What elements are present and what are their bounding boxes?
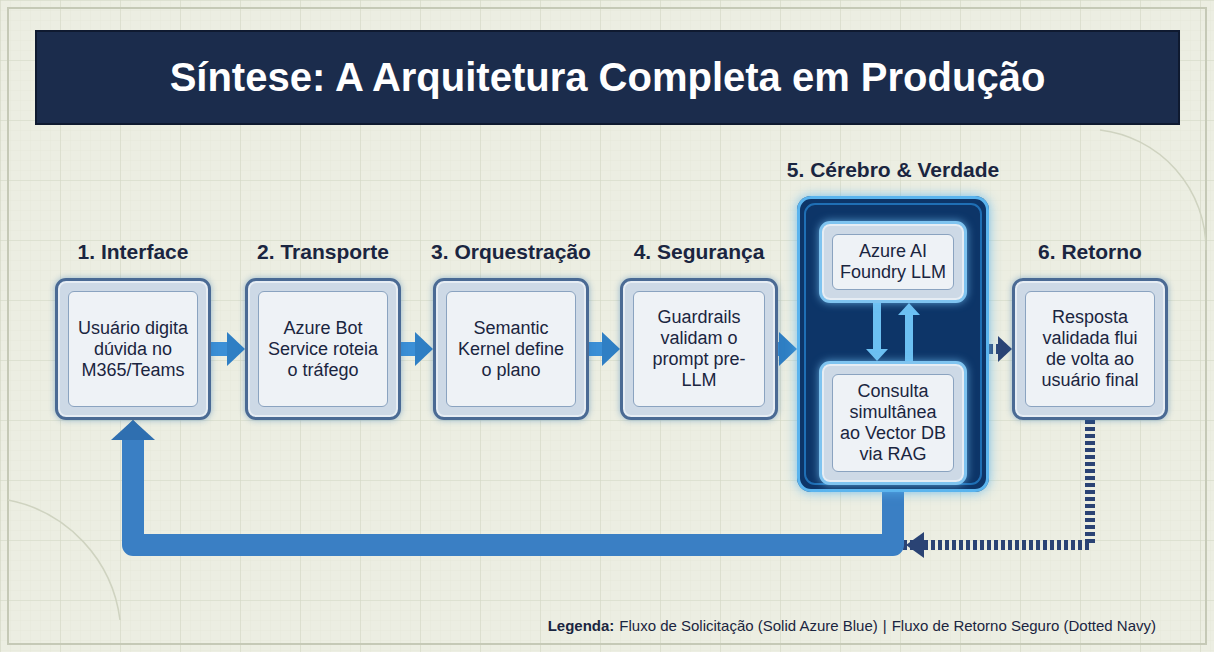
title-bar: Síntese: A Arquitetura Completa em Produ… bbox=[35, 30, 1180, 125]
merge-arrowhead bbox=[906, 532, 924, 558]
legend-separator: | bbox=[883, 617, 887, 634]
legend-text: Fluxo de Retorno Seguro (Dotted Navy) bbox=[892, 617, 1156, 634]
legend-heading: Legenda: bbox=[548, 617, 615, 634]
flow-arrow bbox=[133, 440, 893, 545]
step-heading: 1. Interface bbox=[78, 239, 189, 264]
box-text: Resposta validada flui de volta ao usuár… bbox=[1025, 291, 1155, 407]
box-text: Azure AI Foundry LLM bbox=[832, 234, 954, 290]
step-heading: 3. Orquestração bbox=[431, 239, 591, 264]
flow-arrow bbox=[401, 342, 415, 356]
container-box: 5. Cérebro & VerdadeAzure AI Foundry LLM… bbox=[797, 196, 989, 492]
process-box: Azure AI Foundry LLM bbox=[819, 221, 967, 303]
step-heading: 6. Retorno bbox=[1038, 239, 1142, 264]
box-text: Guardrails validam o prompt pre-LLM bbox=[633, 291, 765, 407]
process-box: 2. TransporteAzure Bot Service roteia o … bbox=[245, 278, 401, 420]
process-box: 6. RetornoResposta validada flui de volt… bbox=[1012, 278, 1168, 420]
frame bbox=[8, 8, 1206, 644]
step-heading: 4. Segurança bbox=[634, 239, 765, 264]
step-heading: 2. Transporte bbox=[257, 239, 389, 264]
blueprint-arc bbox=[8, 500, 120, 620]
flow-arrow bbox=[873, 303, 881, 349]
blueprint-arc bbox=[1100, 130, 1206, 250]
flow-arrow bbox=[589, 342, 602, 356]
title: Síntese: A Arquitetura Completa em Produ… bbox=[170, 55, 1046, 100]
return-arrow bbox=[989, 344, 998, 354]
process-box: 1. InterfaceUsuário digita dúvida no M36… bbox=[55, 278, 211, 420]
flow-arrow bbox=[211, 342, 227, 356]
process-box: Consulta simultânea ao Vector DB via RAG bbox=[819, 361, 967, 485]
container-inner-frame bbox=[805, 204, 981, 484]
container-ground bbox=[797, 196, 989, 492]
box-text: Consulta simultânea ao Vector DB via RAG bbox=[832, 374, 954, 472]
box-text: Usuário digita dúvida no M365/Teams bbox=[68, 291, 198, 407]
process-box: 3. OrquestraçãoSemantic Kernel define o … bbox=[433, 278, 589, 420]
box-text: Azure Bot Service roteia o tráfego bbox=[258, 291, 388, 407]
step-heading: 5. Cérebro & Verdade bbox=[787, 157, 999, 182]
flow-arrow bbox=[778, 342, 779, 356]
flow-arrow bbox=[905, 315, 913, 361]
process-box: 4. SegurançaGuardrails validam o prompt … bbox=[620, 278, 778, 420]
legend-text: Fluxo de Solicitação (Solid Azure Blue) bbox=[619, 617, 877, 634]
box-text: Semantic Kernel define o plano bbox=[446, 291, 576, 407]
legend: Legenda:Fluxo de Solicitação (Solid Azur… bbox=[548, 617, 1156, 634]
